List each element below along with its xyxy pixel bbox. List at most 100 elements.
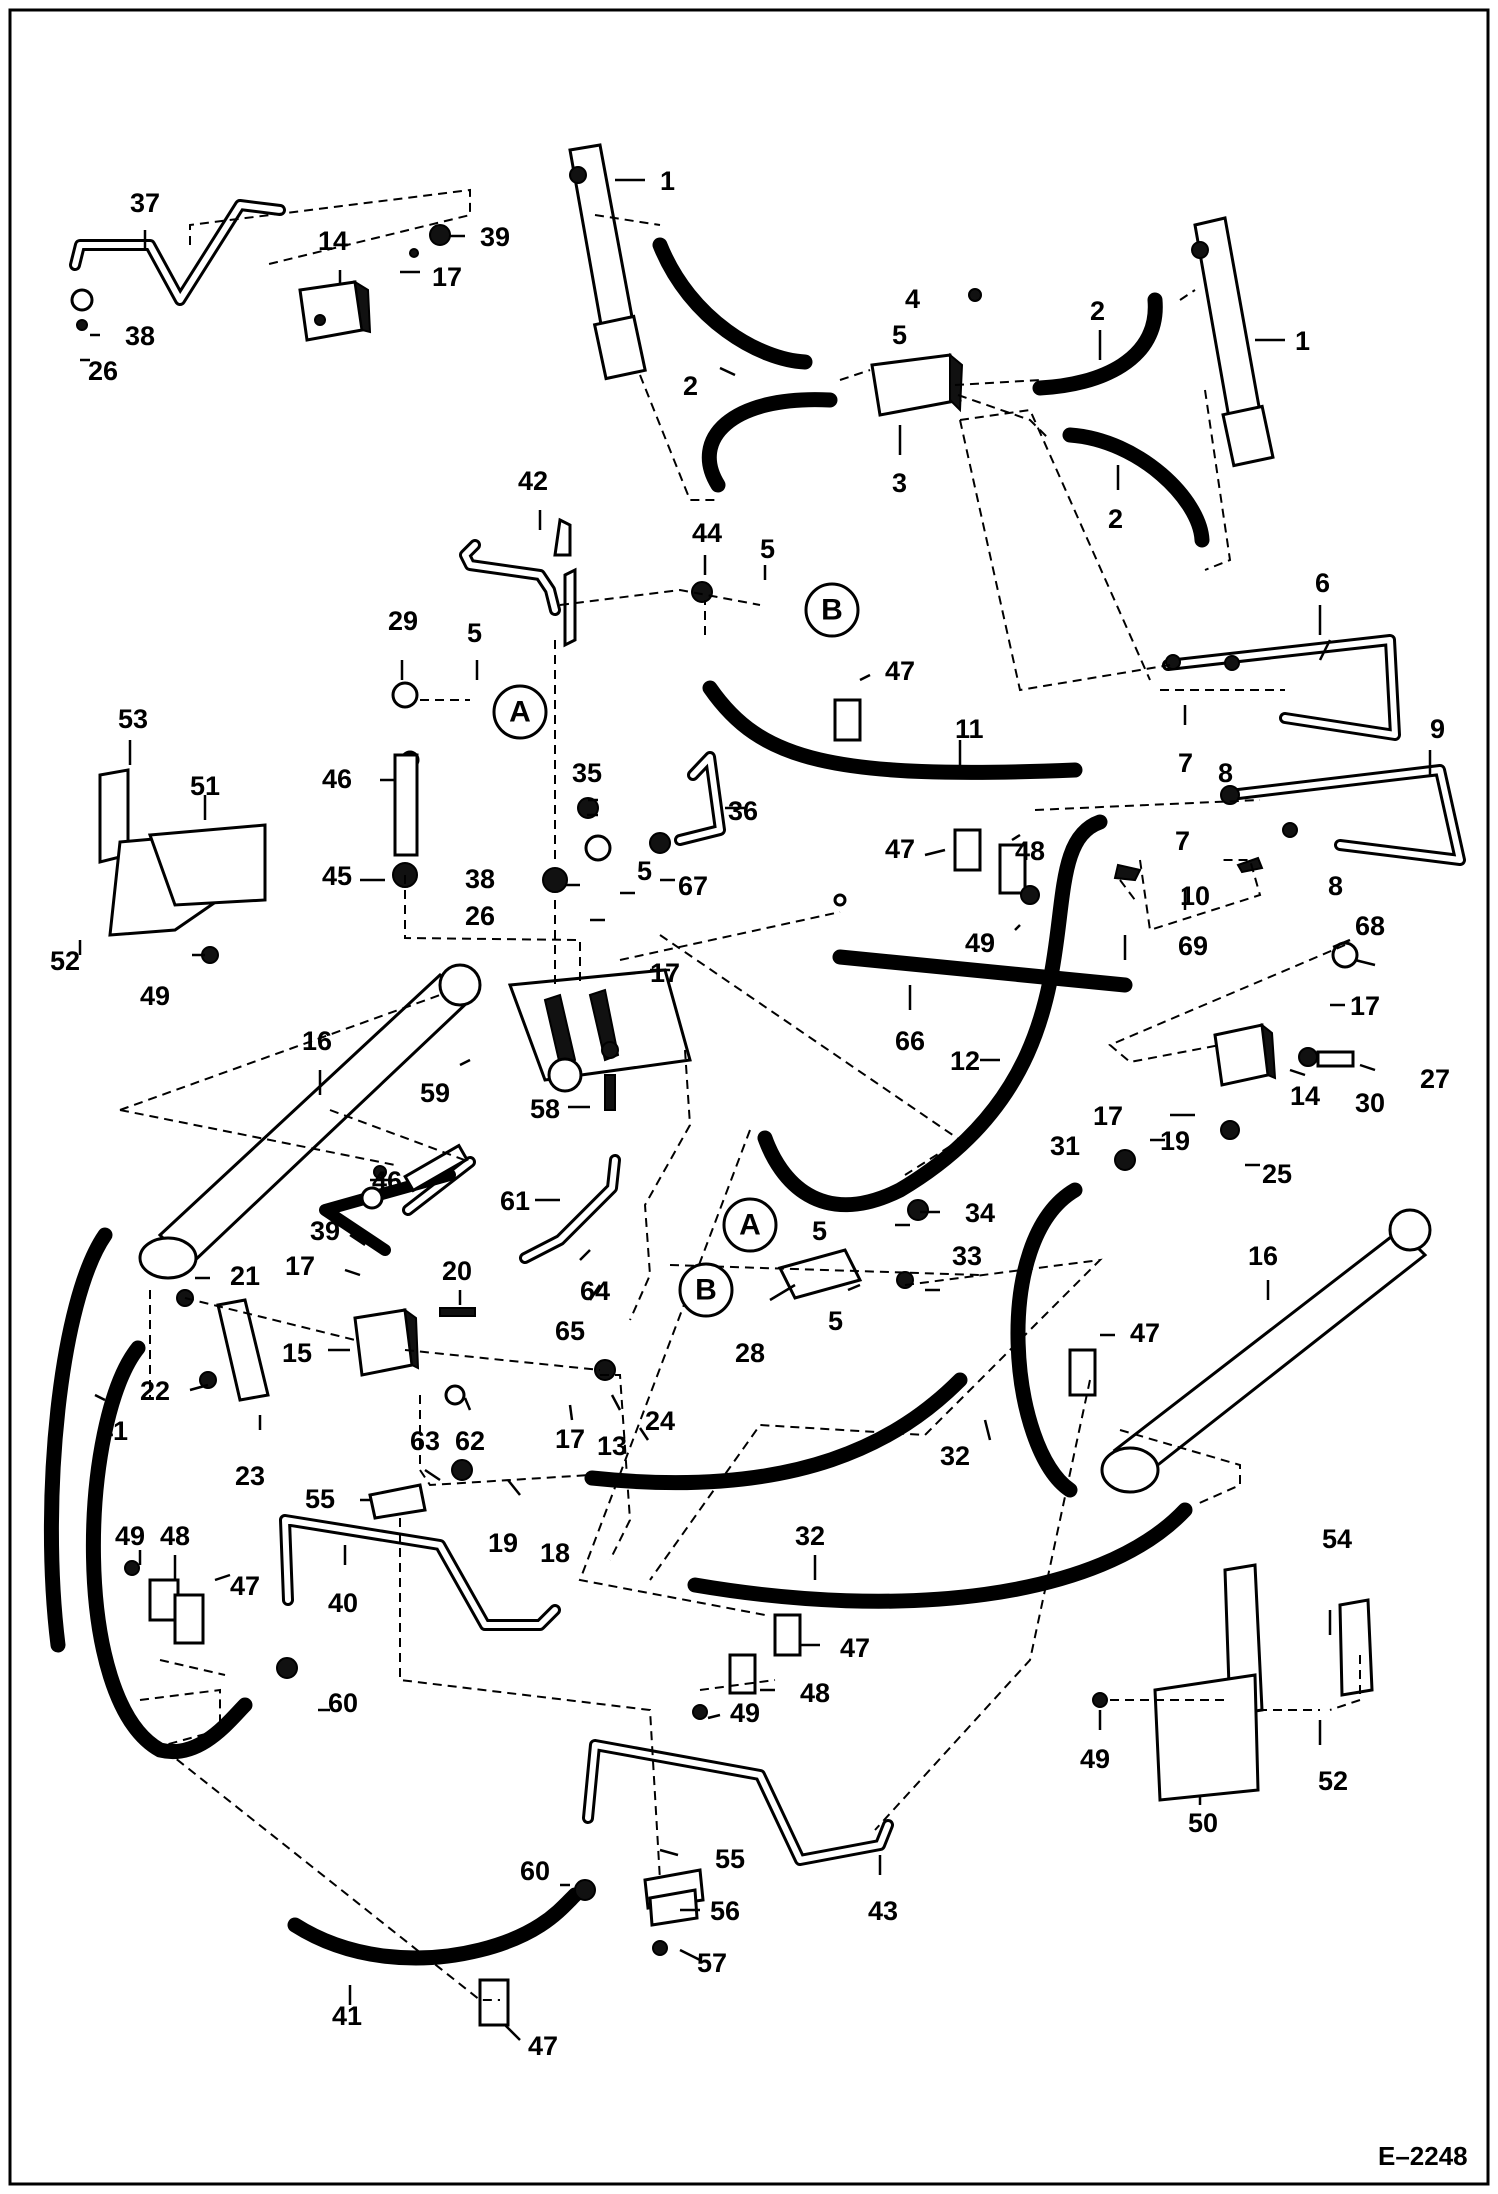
ref-label-b-top: B <box>821 594 843 627</box>
brackets <box>98 768 1374 1927</box>
ref-label-a-mid: A <box>739 1209 761 1242</box>
callout-41: 41 <box>332 2001 362 2031</box>
callout-55: 55 <box>305 1484 335 1514</box>
valve-block-15 <box>353 1307 420 1377</box>
callout-40: 40 <box>328 1588 358 1618</box>
tilt-cylinder-left <box>138 963 482 1280</box>
callout-60: 60 <box>328 1688 358 1718</box>
callout-7: 7 <box>1178 748 1193 778</box>
callout-17: 17 <box>1093 1101 1123 1131</box>
callout-17: 17 <box>650 958 680 988</box>
callout-55: 55 <box>715 1844 745 1874</box>
callout-10: 10 <box>1180 881 1210 911</box>
ref-circle-b-mid <box>678 1262 734 1318</box>
callout-49: 49 <box>1080 1744 1110 1774</box>
callout-3: 3 <box>892 468 907 498</box>
callout-50: 50 <box>1188 1808 1218 1838</box>
callout-7: 7 <box>1175 826 1190 856</box>
hose-24 <box>584 1372 968 1491</box>
figure-id: E–2248 <box>1378 2141 1468 2171</box>
callout-12: 12 <box>950 1046 980 1076</box>
callout-41: 41 <box>98 1416 128 1446</box>
lift-cylinder-left <box>568 143 647 381</box>
callout-49: 49 <box>115 1521 145 1551</box>
callout-21: 21 <box>230 1261 260 1291</box>
callout-32: 32 <box>795 1521 825 1551</box>
callout-numbers: 1 1 2 2 2 3 4 5 5 5 5 5 5 6 7 7 8 8 9 10… <box>50 166 1450 2061</box>
callout-9: 9 <box>1430 714 1445 744</box>
manifold-28 <box>777 1248 863 1300</box>
callout-28: 28 <box>735 1338 765 1368</box>
callout-14: 14 <box>1290 1081 1320 1111</box>
callout-39: 39 <box>480 222 510 252</box>
callout-54: 54 <box>1322 1524 1352 1554</box>
callout-5: 5 <box>828 1306 843 1336</box>
callout-19: 19 <box>488 1528 518 1558</box>
callout-17: 17 <box>555 1424 585 1454</box>
callout-46: 46 <box>372 1166 402 1196</box>
callout-leaders <box>78 178 1432 2041</box>
callout-47: 47 <box>885 834 915 864</box>
callout-61: 61 <box>500 1186 530 1216</box>
ref-label-a-top: A <box>509 696 531 729</box>
callout-60: 60 <box>520 1856 550 1886</box>
callout-5: 5 <box>637 856 652 886</box>
callout-64: 64 <box>580 1276 610 1306</box>
hose-66 <box>832 949 1133 993</box>
callout-69: 69 <box>1178 931 1208 961</box>
callout-68: 68 <box>1355 911 1385 941</box>
callout-2: 2 <box>1090 296 1105 326</box>
callout-24: 24 <box>645 1406 675 1436</box>
callout-5: 5 <box>760 534 775 564</box>
callout-29: 29 <box>388 606 418 636</box>
callout-48: 48 <box>1015 836 1045 866</box>
callout-47: 47 <box>840 1633 870 1663</box>
callout-20: 20 <box>442 1256 472 1286</box>
callout-2: 2 <box>683 371 698 401</box>
callout-5: 5 <box>892 320 907 350</box>
hose-32-upper <box>1010 1182 1083 1498</box>
hoses <box>43 237 1210 1966</box>
lift-cylinder-right <box>1191 216 1275 468</box>
callout-56: 56 <box>710 1896 740 1926</box>
callout-42: 42 <box>518 466 548 496</box>
valve-block-14-right <box>1213 1022 1277 1087</box>
fittings <box>70 224 1359 1956</box>
callout-48: 48 <box>160 1521 190 1551</box>
callout-8: 8 <box>1328 871 1343 901</box>
callout-1: 1 <box>1295 326 1310 356</box>
callout-63: 63 <box>410 1426 440 1456</box>
callout-6: 6 <box>1315 568 1330 598</box>
hose-12 <box>757 814 1108 1213</box>
callout-32: 32 <box>940 1441 970 1471</box>
callout-19: 19 <box>1160 1126 1190 1156</box>
tubes <box>69 199 1466 1866</box>
callout-47: 47 <box>528 2031 558 2061</box>
callout-14: 14 <box>318 226 348 256</box>
callout-45: 45 <box>322 861 352 891</box>
callout-47: 47 <box>230 1571 260 1601</box>
callout-22: 22 <box>140 1376 170 1406</box>
callout-39: 39 <box>310 1216 340 1246</box>
diverter-block-3 <box>870 352 964 417</box>
hose-32-lower <box>687 1502 1193 1609</box>
callout-17: 17 <box>1350 991 1380 1021</box>
callout-66: 66 <box>895 1026 925 1056</box>
hose-41-sweep <box>86 1340 253 1760</box>
hose-41-left <box>43 1227 113 1653</box>
ref-circle-a-mid <box>722 1197 778 1253</box>
callout-5: 5 <box>467 618 482 648</box>
callout-16: 16 <box>1248 1241 1278 1271</box>
clamps <box>148 698 1097 2027</box>
callout-47: 47 <box>885 656 915 686</box>
callout-52: 52 <box>1318 1766 1348 1796</box>
callout-67: 67 <box>678 871 708 901</box>
callout-62: 62 <box>455 1426 485 1456</box>
callout-38: 38 <box>125 321 155 351</box>
hose-41-bottom <box>287 1887 583 1966</box>
hose-2-lower-left <box>701 392 838 493</box>
callout-27: 27 <box>1420 1064 1450 1094</box>
callout-13: 13 <box>597 1431 627 1461</box>
callout-58: 58 <box>530 1094 560 1124</box>
